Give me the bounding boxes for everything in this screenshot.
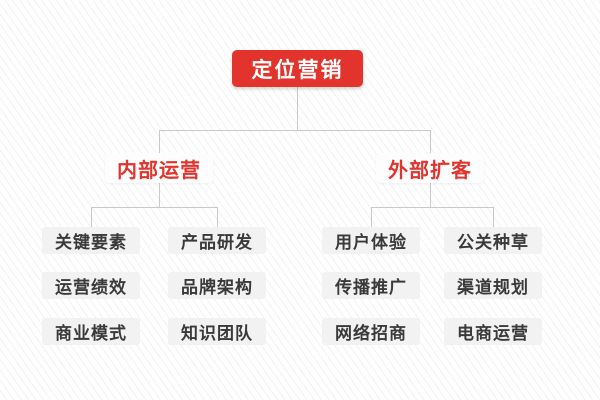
leaf-node: 关键要素 xyxy=(42,227,140,254)
connector-level1-horizontal xyxy=(159,130,431,131)
connector-branch2-vertical xyxy=(430,183,431,207)
leaf-node: 运营绩效 xyxy=(42,272,140,299)
connector-branch1-col2-drop xyxy=(217,207,218,227)
connector-branch1-drop xyxy=(159,130,160,153)
leaf-node: 渠道规划 xyxy=(444,272,542,299)
root-node: 定位营销 xyxy=(232,50,363,87)
branch-node-external-expansion: 外部扩客 xyxy=(376,153,484,183)
connector-branch1-col1-drop xyxy=(91,207,92,227)
leaf-node: 传播推广 xyxy=(322,272,420,299)
leaf-node: 品牌架构 xyxy=(168,272,266,299)
connector-branch1-vertical xyxy=(159,183,160,207)
leaf-node: 产品研发 xyxy=(168,227,266,254)
leaf-node: 网络招商 xyxy=(322,318,420,345)
leaf-node: 用户体验 xyxy=(322,227,420,254)
leaf-node: 知识团队 xyxy=(168,318,266,345)
leaf-node: 电商运营 xyxy=(444,318,542,345)
connector-branch2-col2-drop xyxy=(493,207,494,227)
connector-branch1-leaves-horizontal xyxy=(91,207,218,208)
leaf-node: 商业模式 xyxy=(42,318,140,345)
leaf-node: 公关种草 xyxy=(444,227,542,254)
connector-branch2-col1-drop xyxy=(371,207,372,227)
connector-branch2-leaves-horizontal xyxy=(371,207,494,208)
connector-branch2-drop xyxy=(430,130,431,153)
branch-node-internal-operations: 内部运营 xyxy=(105,153,213,183)
connector-root-vertical xyxy=(297,87,298,130)
